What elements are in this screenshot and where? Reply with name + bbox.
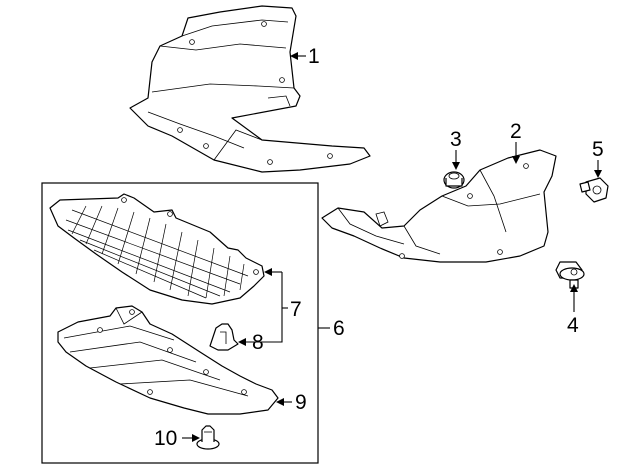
part-3-clip	[443, 171, 465, 189]
callout-8: 8	[252, 331, 264, 354]
callout-5: 5	[592, 138, 604, 161]
part-5-nut	[579, 177, 609, 203]
leader-lines	[182, 52, 602, 442]
part-9-undercover	[57, 305, 279, 415]
part-2-side-shield	[321, 149, 557, 263]
callout-4: 4	[567, 314, 579, 337]
callout-2: 2	[510, 120, 522, 143]
part-1-splash-shield	[129, 5, 371, 173]
part-7-grille-panel	[49, 193, 265, 305]
part-4-bolt	[555, 261, 585, 289]
assembly-6-frame	[41, 182, 319, 464]
callout-6: 6	[333, 317, 345, 340]
callout-7: 7	[290, 298, 302, 321]
callout-10: 10	[154, 427, 177, 450]
callout-1: 1	[308, 45, 320, 68]
callout-3: 3	[450, 128, 462, 151]
callout-9: 9	[295, 391, 307, 414]
part-10-push-clip	[196, 425, 220, 450]
part-8-retainer	[209, 323, 239, 351]
